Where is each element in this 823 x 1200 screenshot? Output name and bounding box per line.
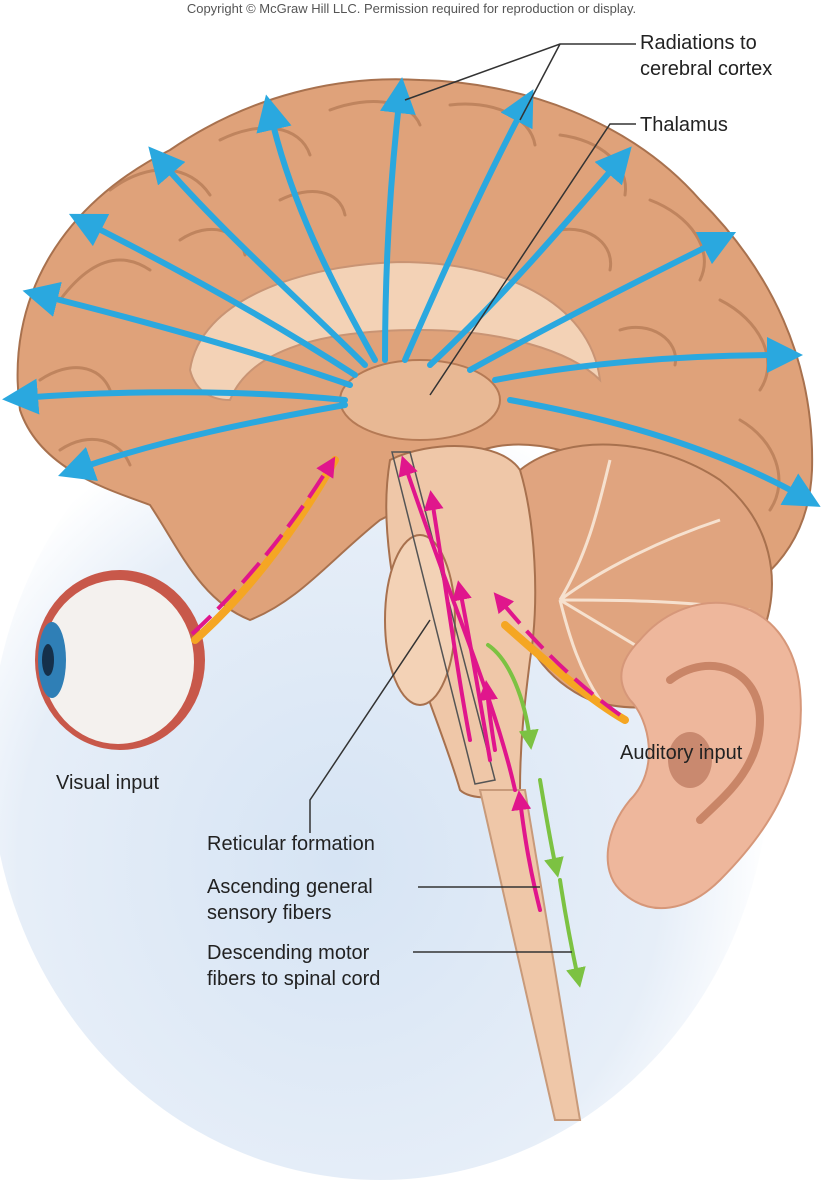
radiation-arrow (22, 281, 353, 388)
leader-reticular (309, 619, 431, 833)
radiation-arrows (2, 77, 821, 507)
leader-thalamus (429, 123, 636, 396)
eye-icon (35, 570, 205, 750)
label-reticular-formation: Reticular formation (207, 833, 375, 855)
optic-nerve (191, 456, 339, 644)
radiation-arrow (380, 77, 416, 363)
radiation-arrow (68, 213, 358, 378)
radiation-arrow (492, 337, 803, 383)
radiation-arrow (256, 94, 378, 363)
label-visual-input: Visual input (56, 772, 160, 794)
label-radiations: Radiations to cerebral cortex (640, 32, 773, 80)
thalamus-region (339, 359, 501, 441)
ascending-sensory-fibers (398, 455, 542, 912)
ear-icon (606, 601, 802, 910)
radiation-arrow (402, 89, 534, 363)
visual-pathway-arrow (190, 456, 336, 636)
radiation-arrow (507, 397, 821, 507)
pons (384, 534, 456, 706)
spinal-cord (478, 789, 582, 1121)
auditory-pathway-arrow (493, 592, 622, 717)
radiation-arrow (148, 146, 368, 368)
radiation-arrow (2, 378, 348, 415)
radiation-arrow (467, 231, 737, 373)
radiation-arrow (58, 402, 348, 481)
leader-lines (309, 43, 636, 953)
leader-radiations-2 (519, 43, 561, 121)
label-auditory-input: Auditory input (620, 742, 743, 764)
label-thalamus: Thalamus (640, 114, 728, 136)
auditory-nerve (501, 621, 629, 724)
reticular-formation-outline (391, 451, 496, 785)
label-ascending-fibers: Ascending general sensory fibers (207, 876, 373, 924)
radiation-arrow (427, 146, 632, 368)
copyright-notice: Copyright © McGraw Hill LLC. Permission … (186, 1, 637, 16)
descending-motor-fibers (486, 643, 586, 988)
label-descending-fibers: Descending motor fibers to spinal cord (207, 942, 381, 990)
